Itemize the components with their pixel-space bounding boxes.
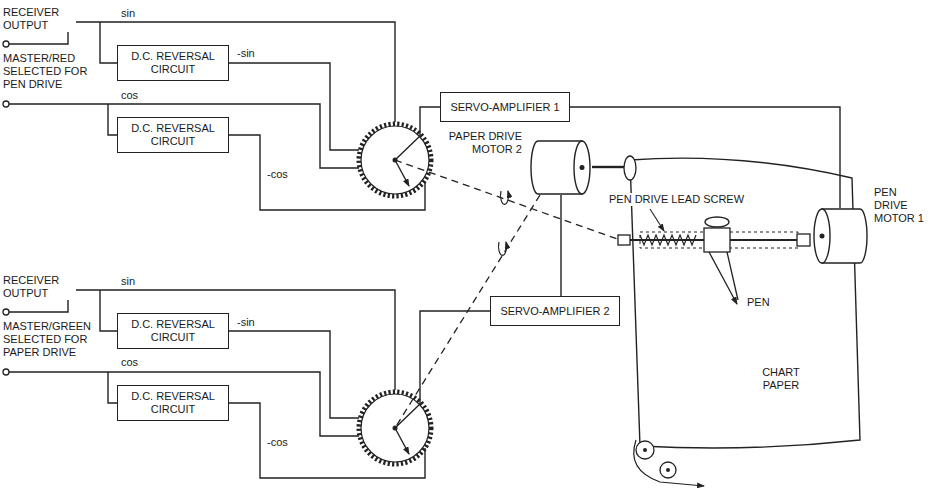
channel-note: MASTER/GREEN SELECTED FOR PAPER DRIVE — [2, 320, 98, 359]
signal-source-label: RECEIVER OUTPUT — [2, 6, 76, 32]
drive-roller — [624, 156, 636, 180]
motor-label: PEN DRIVE MOTOR 1 — [874, 186, 924, 225]
box-text: D.C. REVERSAL CIRCUIT — [124, 318, 222, 344]
signal-name: cos — [120, 356, 139, 369]
sin-branch — [100, 290, 118, 331]
terminal — [3, 101, 9, 107]
signal-name: -cos — [266, 168, 289, 181]
box-text: D.C. REVERSAL CIRCUIT — [124, 122, 222, 148]
signal-name: -sin — [236, 47, 256, 60]
paper-roller — [660, 462, 676, 478]
leader-line — [650, 209, 664, 231]
reversal-circuit-box: D.C. REVERSAL CIRCUIT — [117, 45, 229, 81]
roller-axle — [643, 448, 647, 452]
motor-hub — [820, 234, 825, 239]
cos-wire — [9, 372, 359, 436]
minus-sin-wire — [228, 331, 359, 418]
terminal — [3, 309, 9, 315]
motor-face — [814, 209, 830, 263]
motor-shaft — [592, 166, 624, 168]
wiper-output — [395, 107, 440, 160]
wiper-arrow — [395, 428, 409, 454]
minus-cos-wire — [228, 403, 425, 478]
paper-roller — [636, 441, 654, 459]
wiper-output — [395, 311, 490, 428]
reversal-circuit-box: D.C. REVERSAL CIRCUIT — [117, 117, 229, 153]
paper-path — [634, 440, 704, 486]
box-text: SERVO-AMPLIFIER 1 — [450, 101, 559, 114]
part-label: PEN DRIVE LEAD SCREW — [608, 193, 745, 206]
pen-arm — [709, 252, 737, 304]
motor-label: PAPER DRIVE MOTOR 2 — [436, 130, 522, 156]
box-text: D.C. REVERSAL CIRCUIT — [124, 390, 222, 416]
reversal-circuit-box: D.C. REVERSAL CIRCUIT — [117, 385, 229, 421]
signal-source-label: RECEIVER OUTPUT — [2, 274, 76, 300]
coupling — [797, 234, 810, 246]
cos-wire — [9, 104, 359, 168]
terminal — [3, 41, 9, 47]
terminal — [3, 369, 9, 375]
channel-note: MASTER/RED SELECTED FOR PEN DRIVE — [2, 52, 98, 91]
coupling — [618, 235, 630, 245]
signal-name: -sin — [236, 316, 256, 329]
minus-cos-wire — [228, 135, 425, 210]
carriage-knob — [705, 217, 729, 227]
pen-carriage — [704, 228, 730, 252]
rotation-symbol — [499, 242, 507, 255]
part-label: PEN — [746, 296, 771, 309]
motor-hub — [580, 165, 585, 170]
motor-outline — [530, 140, 592, 195]
screw-thread — [640, 235, 696, 245]
motor: PEN DRIVE MOTOR 1 — [812, 208, 868, 264]
signal-name: sin — [120, 7, 136, 20]
servo-amplifier-box: SERVO-AMPLIFIER 1 — [440, 92, 570, 122]
motor-outline — [812, 208, 868, 264]
signal-name: cos — [120, 89, 139, 102]
signal-name: sin — [120, 275, 136, 288]
signal-name: -cos — [266, 436, 289, 449]
signal-connector — [560, 195, 561, 296]
motor-face — [574, 141, 590, 194]
roller-axle — [666, 468, 670, 472]
rotation-symbol — [501, 191, 509, 204]
box-text: D.C. REVERSAL CIRCUIT — [124, 50, 222, 76]
minus-sin-wire — [228, 63, 359, 150]
sin-branch — [100, 22, 118, 63]
motor: PAPER DRIVE MOTOR 2 — [530, 140, 592, 195]
pen-arm — [727, 252, 738, 300]
box-text: SERVO-AMPLIFIER 2 — [500, 305, 609, 318]
servo-amplifier-box: SERVO-AMPLIFIER 2 — [490, 296, 620, 326]
reversal-circuit-box: D.C. REVERSAL CIRCUIT — [117, 313, 229, 349]
signal-connector — [570, 107, 840, 208]
part-label: CHART PAPER — [752, 366, 810, 392]
